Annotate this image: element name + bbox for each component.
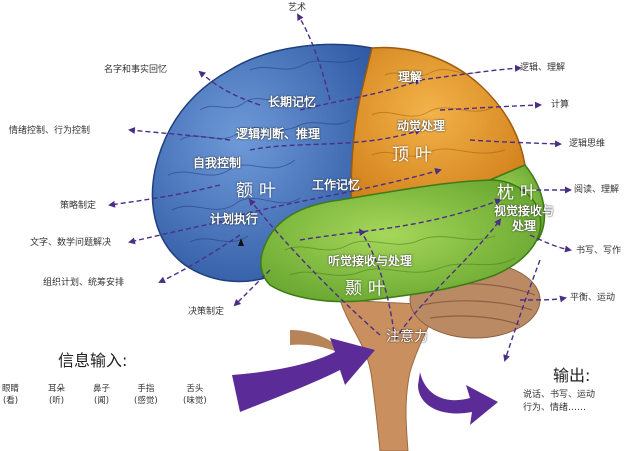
arrow-to-emotion (128, 127, 231, 141)
input-arrow (232, 338, 375, 412)
fn-working-memory: 工作记忆 (312, 178, 361, 192)
sense-nose: 鼻子(闻) (93, 384, 111, 406)
fn-understanding: 理解 (398, 70, 423, 84)
arrow-to-art (296, 13, 331, 101)
arrow-internal-3 (248, 198, 381, 336)
arrow-to-logic-understand (419, 64, 522, 81)
fn-self-control: 自我控制 (193, 156, 242, 170)
output-arrow (418, 372, 498, 425)
output-title: 输出: (553, 366, 591, 385)
fn-visual: 视觉接收与处理 (494, 204, 555, 233)
sense-ears: 耳朵(听) (48, 384, 66, 406)
arrow-internal-2 (394, 218, 502, 341)
label-decision: 决策制定 (188, 307, 225, 317)
arrow-to-organize (158, 234, 241, 283)
arrow-to-recall (198, 70, 261, 106)
sense-eyes: 眼睛(看) (2, 384, 20, 406)
label-logic-thinking: 逻辑思维 (569, 139, 606, 149)
output-line-1: 说话、书写、运动 (523, 390, 596, 400)
fn-plan-execute: 计划执行 (210, 212, 259, 226)
label-emotion-control: 情绪控制、行为控制 (9, 126, 91, 136)
label-organize: 组织计划、统筹安排 (43, 278, 125, 288)
fn-kinesthetic: 动觉处理 (397, 119, 446, 133)
label-art: 艺术 (288, 3, 307, 13)
occipital-lobe-name: 枕叶 (497, 183, 543, 203)
arrow-internal-1 (358, 228, 396, 341)
arrow-to-calc (439, 101, 542, 111)
label-calculation: 计算 (551, 100, 570, 110)
arrow-to-math (128, 219, 231, 245)
label-problem-solving: 文字、数学问题解决 (30, 238, 112, 248)
fn-long-term-memory: 长期记忆 (268, 95, 317, 109)
label-strategy: 策略制定 (60, 201, 97, 211)
temporal-lobe (260, 179, 542, 303)
sense-fingers: 手指(感觉) (134, 384, 158, 406)
label-logic-understanding: 逻辑、理解 (520, 63, 566, 73)
arrow-internal-5 (249, 128, 422, 151)
sense-tongue: 舌头(味觉) (183, 384, 207, 406)
arrow-to-decision (233, 269, 271, 307)
input-title: 信息输入: (58, 351, 128, 370)
cursor-marker (238, 238, 244, 246)
arrow-to-write (529, 234, 572, 253)
label-reading: 阅读、理解 (574, 185, 620, 195)
label-name-recall: 名字和事实回忆 (104, 65, 168, 75)
fn-logic-reasoning: 逻辑判断、推理 (236, 127, 321, 141)
fn-auditory: 听觉接收与处理 (328, 254, 413, 268)
arrow-internal-6 (239, 168, 442, 216)
parietal-lobe-name: 顶叶 (392, 145, 438, 165)
output-line-2: 行为、情绪…… (523, 403, 587, 413)
label-writing: 书写、写作 (576, 246, 622, 256)
output-description: 说话、书写、运动 行为、情绪…… (523, 389, 595, 415)
arrow-to-strategy (108, 184, 221, 208)
temporal-lobe-name: 颞叶 (345, 279, 391, 299)
arrow-to-logic-think (469, 139, 562, 148)
attention-label: 注意力 (386, 329, 428, 345)
label-balance: 平衡、运动 (570, 293, 616, 303)
arrow-to-output (503, 259, 541, 362)
frontal-lobe-name: 额叶 (236, 181, 282, 201)
